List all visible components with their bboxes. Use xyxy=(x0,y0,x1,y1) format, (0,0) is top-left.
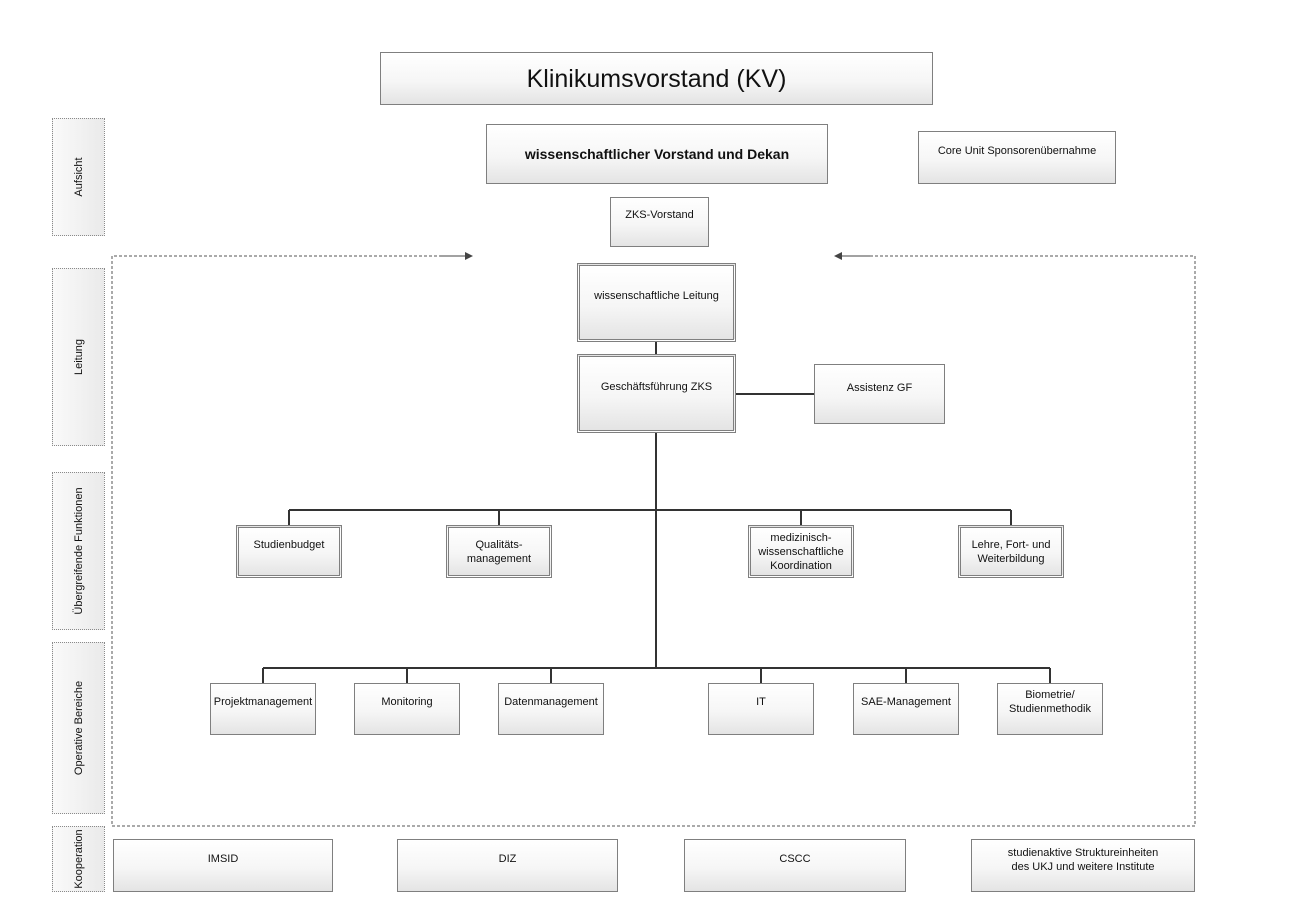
studienbudget-box: Studienbudget xyxy=(236,525,342,578)
cscc-label: CSCC xyxy=(779,853,811,865)
monitoring-box: Monitoring xyxy=(354,683,460,735)
zks-vorstand-box: ZKS-Vorstand xyxy=(610,197,709,247)
band-uebergreifende-funktionen: Übergreifende Funktionen xyxy=(52,472,105,630)
studienaktive-box: studienaktive Struktureinheiten des UKJ … xyxy=(971,839,1195,892)
band-aufsicht: Aufsicht xyxy=(52,118,105,236)
dekan-box: wissenschaftlicher Vorstand und Dekan xyxy=(486,124,828,184)
zks-vorstand-label: ZKS-Vorstand xyxy=(625,209,694,221)
band-label: Leitung xyxy=(72,338,85,376)
core-unit-label: Core Unit Sponsorenübernahme xyxy=(937,145,1097,157)
sae-management-box: SAE-Management xyxy=(853,683,959,735)
imsid-label: IMSID xyxy=(207,853,239,865)
it-label: IT xyxy=(756,696,766,708)
studienbudget-label: Studienbudget xyxy=(253,539,325,551)
band-kooperation: Kooperation xyxy=(52,826,105,892)
geschaeftsfuehrung-label: Geschäftsführung ZKS xyxy=(600,381,713,393)
dashed-frame xyxy=(111,255,1196,827)
koordination-label: medizinisch- wissenschaftliche Koordinat… xyxy=(758,532,844,572)
qualitaetsmanagement-label: Qualitäts- management xyxy=(466,539,532,565)
wiss-leitung-label: wissenschaftliche Leitung xyxy=(594,290,719,302)
qualitaetsmanagement-box: Qualitäts- management xyxy=(446,525,552,578)
sae-management-label: SAE-Management xyxy=(861,696,951,708)
koordination-box: medizinisch- wissenschaftliche Koordinat… xyxy=(748,525,854,578)
it-box: IT xyxy=(708,683,814,735)
wiss-leitung-box: wissenschaftliche Leitung xyxy=(577,263,736,342)
band-label: Kooperation xyxy=(72,829,85,889)
diz-box: DIZ xyxy=(397,839,618,892)
dekan-label: wissenschaftlicher Vorstand und Dekan xyxy=(524,146,790,162)
projektmanagement-label: Projektmanagement xyxy=(213,696,313,708)
cscc-box: CSCC xyxy=(684,839,906,892)
biometrie-label: Biometrie/ Studienmethodik xyxy=(1009,689,1091,715)
geschaeftsfuehrung-box: Geschäftsführung ZKS xyxy=(577,354,736,433)
studienaktive-label: studienaktive Struktureinheiten des UKJ … xyxy=(1007,847,1159,873)
core-unit-box: Core Unit Sponsorenübernahme xyxy=(918,131,1116,184)
diz-label: DIZ xyxy=(498,853,517,865)
imsid-box: IMSID xyxy=(113,839,333,892)
band-label: Aufsicht xyxy=(72,157,85,197)
band-leitung: Leitung xyxy=(52,268,105,446)
datenmanagement-label: Datenmanagement xyxy=(504,696,598,708)
assistenz-box: Assistenz GF xyxy=(814,364,945,424)
monitoring-label: Monitoring xyxy=(381,696,433,708)
page-title: Klinikumsvorstand (KV) xyxy=(526,64,787,93)
assistenz-label: Assistenz GF xyxy=(846,382,913,394)
lehre-label: Lehre, Fort- und Weiterbildung xyxy=(971,539,1051,565)
projektmanagement-box: Projektmanagement xyxy=(210,683,316,735)
lehre-box: Lehre, Fort- und Weiterbildung xyxy=(958,525,1064,578)
band-label: Operative Bereiche xyxy=(72,680,85,776)
band-operative-bereiche: Operative Bereiche xyxy=(52,642,105,814)
band-label: Übergreifende Funktionen xyxy=(72,487,85,615)
biometrie-box: Biometrie/ Studienmethodik xyxy=(997,683,1103,735)
klinikumsvorstand-box: Klinikumsvorstand (KV) xyxy=(380,52,933,105)
datenmanagement-box: Datenmanagement xyxy=(498,683,604,735)
